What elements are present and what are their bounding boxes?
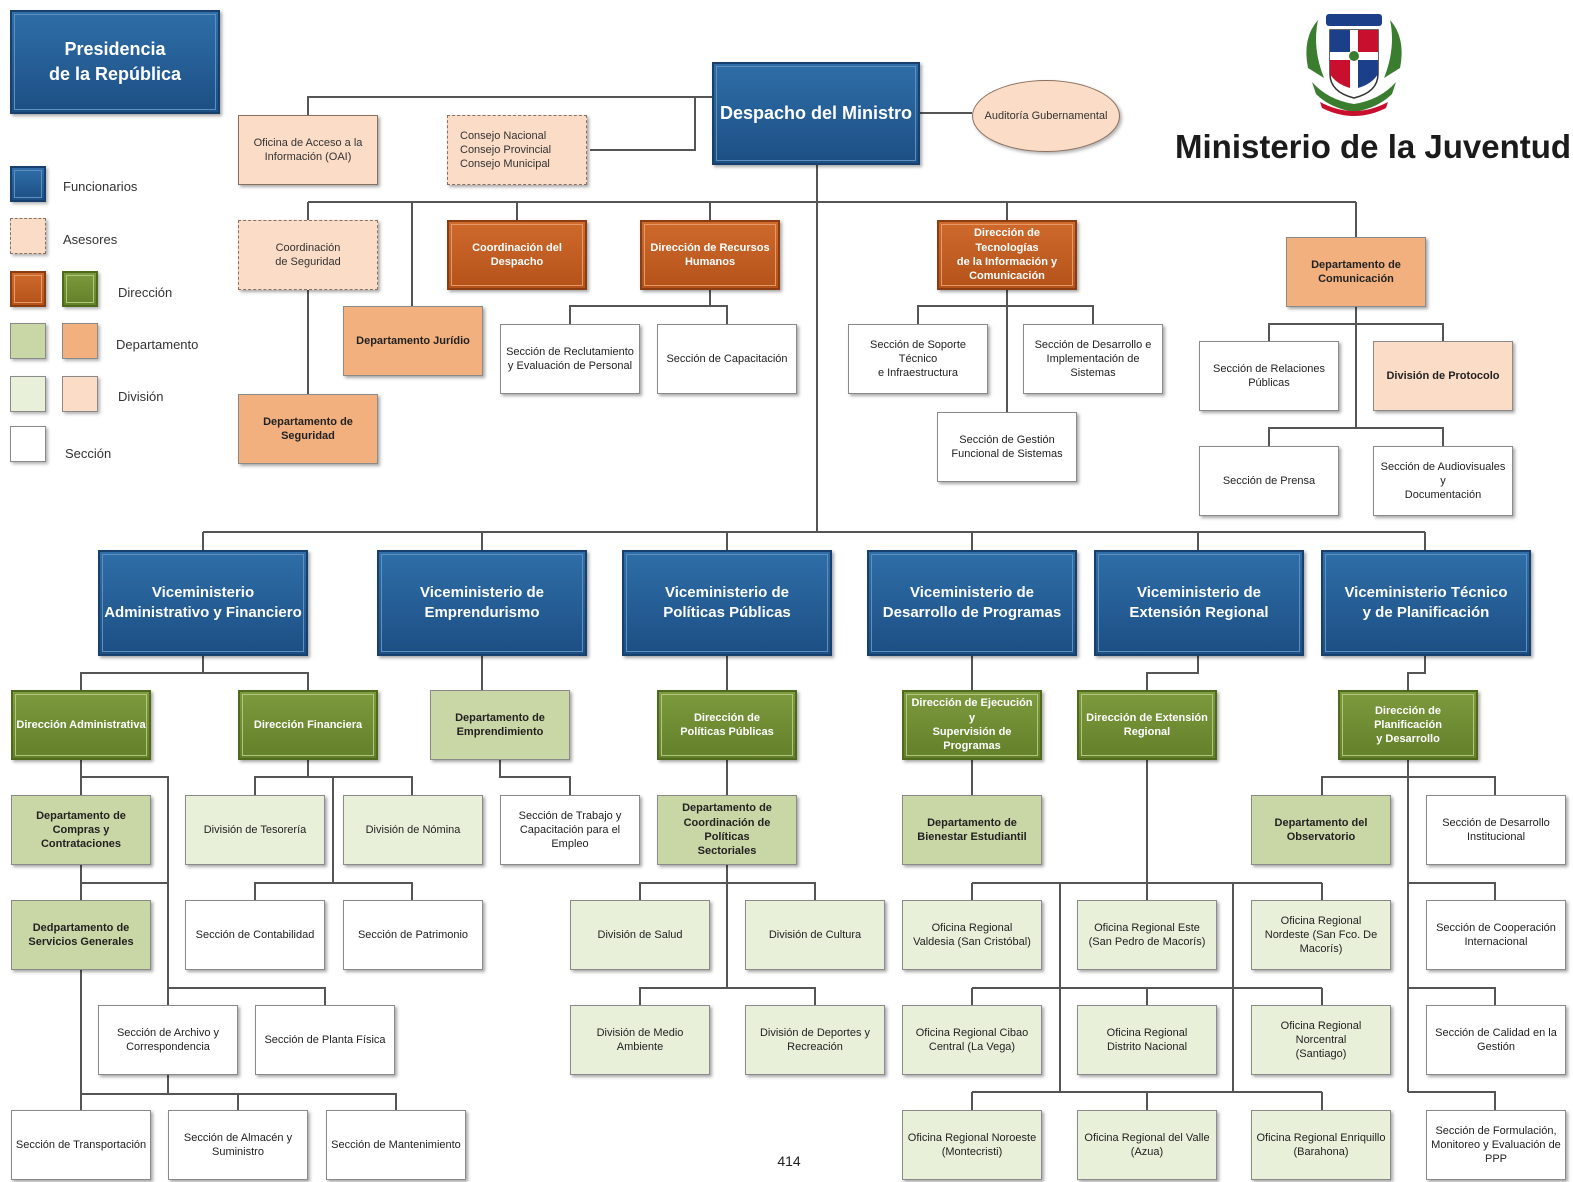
oficina-cibao: Oficina Regional Cibao Central (La Vega)	[902, 1005, 1042, 1075]
legend-swatch-division-verde	[10, 376, 46, 412]
seccion-mantenimiento: Sección de Mantenimiento	[326, 1110, 466, 1180]
seccion-patrimonio: Sección de Patrimonio	[343, 900, 483, 970]
coordinacion-despacho: Coordinación del Despacho	[447, 220, 587, 290]
direccion-financiera: Dirección Financiera	[238, 690, 378, 760]
seccion-calidad: Sección de Calidad en la Gestión	[1426, 1005, 1566, 1075]
oficina-valdesia: Oficina Regional Valdesia (San Cristóbal…	[902, 900, 1042, 970]
departamento-seguridad: Departamento de Seguridad	[238, 394, 378, 464]
departamento-observatorio: Departamento del Observatorio	[1251, 795, 1391, 865]
seccion-formulacion: Sección de Formulación, Monitoreo y Eval…	[1426, 1110, 1566, 1180]
division-deportes: División de Deportes y Recreación	[745, 1005, 885, 1075]
legend-swatch-seccion	[10, 426, 46, 462]
direccion-extension: Dirección de Extensión Regional	[1077, 690, 1217, 760]
division-medio-ambiente: División de Medio Ambiente	[570, 1005, 710, 1075]
seccion-cooperacion: Sección de Cooperación Internacional	[1426, 900, 1566, 970]
consejos: Consejo Nacional Consejo Provincial Cons…	[447, 115, 587, 185]
legend-swatch-departamento-verde	[10, 323, 46, 359]
departamento-compras: Departamento de Compras y Contrataciones	[11, 795, 151, 865]
seccion-transportacion: Sección de Transportación	[11, 1110, 151, 1180]
ministry-title: Ministerio de la Juventud	[1175, 128, 1572, 165]
viceministerio-administrativo: Viceministerio Administrativo y Financie…	[98, 550, 308, 656]
oficina-acceso-informacion: Oficina de Acceso a la Información (OAI)	[238, 115, 378, 185]
viceministerio-extension: Viceministerio de Extensión Regional	[1094, 550, 1304, 656]
seccion-soporte-tecnico: Sección de Soporte Técnico e Infraestruc…	[848, 324, 988, 394]
seccion-prensa: Sección de Prensa	[1199, 446, 1339, 516]
oficina-norcentral: Oficina Regional Norcentral (Santiago)	[1251, 1005, 1391, 1075]
departamento-juridico: Departamento Jurídio	[343, 306, 483, 376]
seccion-reclutamiento: Sección de Reclutamiento y Evaluación de…	[500, 324, 640, 394]
oficina-este: Oficina Regional Este (San Pedro de Maco…	[1077, 900, 1217, 970]
viceministerio-emprendurismo: Viceministerio de Emprendurismo	[377, 550, 587, 656]
departamento-comunicacion: Departamento de Comunicación	[1286, 237, 1426, 307]
departamento-bienestar: Departamento de Bienestar Estudiantil	[902, 795, 1042, 865]
seccion-trabajo: Sección de Trabajo y Capacitación para e…	[500, 795, 640, 865]
viceministerio-desarrollo: Viceministerio de Desarrollo de Programa…	[867, 550, 1077, 656]
seccion-desarrollo-institucional: Sección de Desarrollo Institucional	[1426, 795, 1566, 865]
legend-swatch-direccion-naranja	[10, 271, 46, 307]
oficina-enriquillo: Oficina Regional Enriquillo (Barahona)	[1251, 1110, 1391, 1180]
division-protocolo: División de Protocolo	[1373, 341, 1513, 411]
legend-label-direccion: Dirección	[118, 285, 173, 300]
seccion-planta-fisica: Sección de Planta Física	[255, 1005, 395, 1075]
departamento-emprendimiento: Departamento de Emprendimiento	[430, 690, 570, 760]
coordinacion-seguridad: Coordinación de Seguridad	[238, 220, 378, 290]
seccion-almacen: Sección de Almacén y Suministro	[168, 1110, 308, 1180]
direccion-politicas: Dirección de Políticas Públicas	[657, 690, 797, 760]
division-cultura: División de Cultura	[745, 900, 885, 970]
oficina-valle: Oficina Regional del Valle (Azua)	[1077, 1110, 1217, 1180]
division-nomina: División de Nómina	[343, 795, 483, 865]
coat-of-arms-icon	[1306, 14, 1402, 116]
seccion-desarrollo-sistemas: Sección de Desarrollo e Implementación d…	[1023, 324, 1163, 394]
viceministerio-tecnico: Viceministerio Técnico y de Planificació…	[1321, 550, 1531, 656]
seccion-relaciones-publicas: Sección de Relaciones Públicas	[1199, 341, 1339, 411]
division-tesoreria: División de Tesorería	[185, 795, 325, 865]
direccion-rrhh: Dirección de Recursos Humanos	[640, 220, 780, 290]
oficina-noroeste: Oficina Regional Noroeste (Montecristi)	[902, 1110, 1042, 1180]
direccion-ejecucion: Dirección de Ejecución y Supervisión de …	[902, 690, 1042, 760]
legend-swatch-asesores	[10, 218, 46, 254]
seccion-gestion-funcional: Sección de Gestión Funcional de Sistemas	[937, 412, 1077, 482]
seccion-archivo: Sección de Archivo y Correspondencia	[98, 1005, 238, 1075]
legend-swatch-departamento-naranja	[62, 323, 98, 359]
legend-swatch-funcionarios	[10, 166, 46, 202]
oficina-nordeste: Oficina Regional Nordeste (San Fco. De M…	[1251, 900, 1391, 970]
direccion-planificacion: Dirección de Planificación y Desarrollo	[1338, 690, 1478, 760]
legend-label-division: División	[118, 389, 164, 404]
direccion-administrativa: Dirección Administrativa	[11, 690, 151, 760]
departamento-servicios-generales: Dedpartamento de Servicios Generales	[11, 900, 151, 970]
seccion-contabilidad: Sección de Contabilidad	[185, 900, 325, 970]
viceministerio-politicas: Viceministerio de Políticas Públicas	[622, 550, 832, 656]
division-salud: División de Salud	[570, 900, 710, 970]
seccion-capacitacion: Sección de Capacitación	[657, 324, 797, 394]
despacho-ministro: Despacho del Ministro	[712, 62, 920, 165]
legend-label-asesores: Asesores	[63, 232, 118, 247]
departamento-coordinacion-politicas: Departamento de Coordinación de Política…	[657, 795, 797, 865]
auditoria-gubernamental: Auditoría Gubernamental	[972, 80, 1120, 152]
oficina-distrito: Oficina Regional Distrito Nacional	[1077, 1005, 1217, 1075]
legend-label-seccion: Sección	[65, 446, 112, 461]
legend-swatch-direccion-verde	[62, 271, 98, 307]
presidencia-box: Presidencia de la República	[10, 10, 220, 114]
direccion-tic: Dirección de Tecnologías de la Informaci…	[937, 220, 1077, 290]
legend-label-funcionarios: Funcionarios	[63, 179, 138, 194]
page-number: 414	[777, 1153, 801, 1169]
legend-label-departamento: Departamento	[116, 337, 199, 352]
legend-swatch-division-naranja	[62, 376, 98, 412]
seccion-audiovisuales: Sección de Audiovisuales y Documentación	[1373, 446, 1513, 516]
